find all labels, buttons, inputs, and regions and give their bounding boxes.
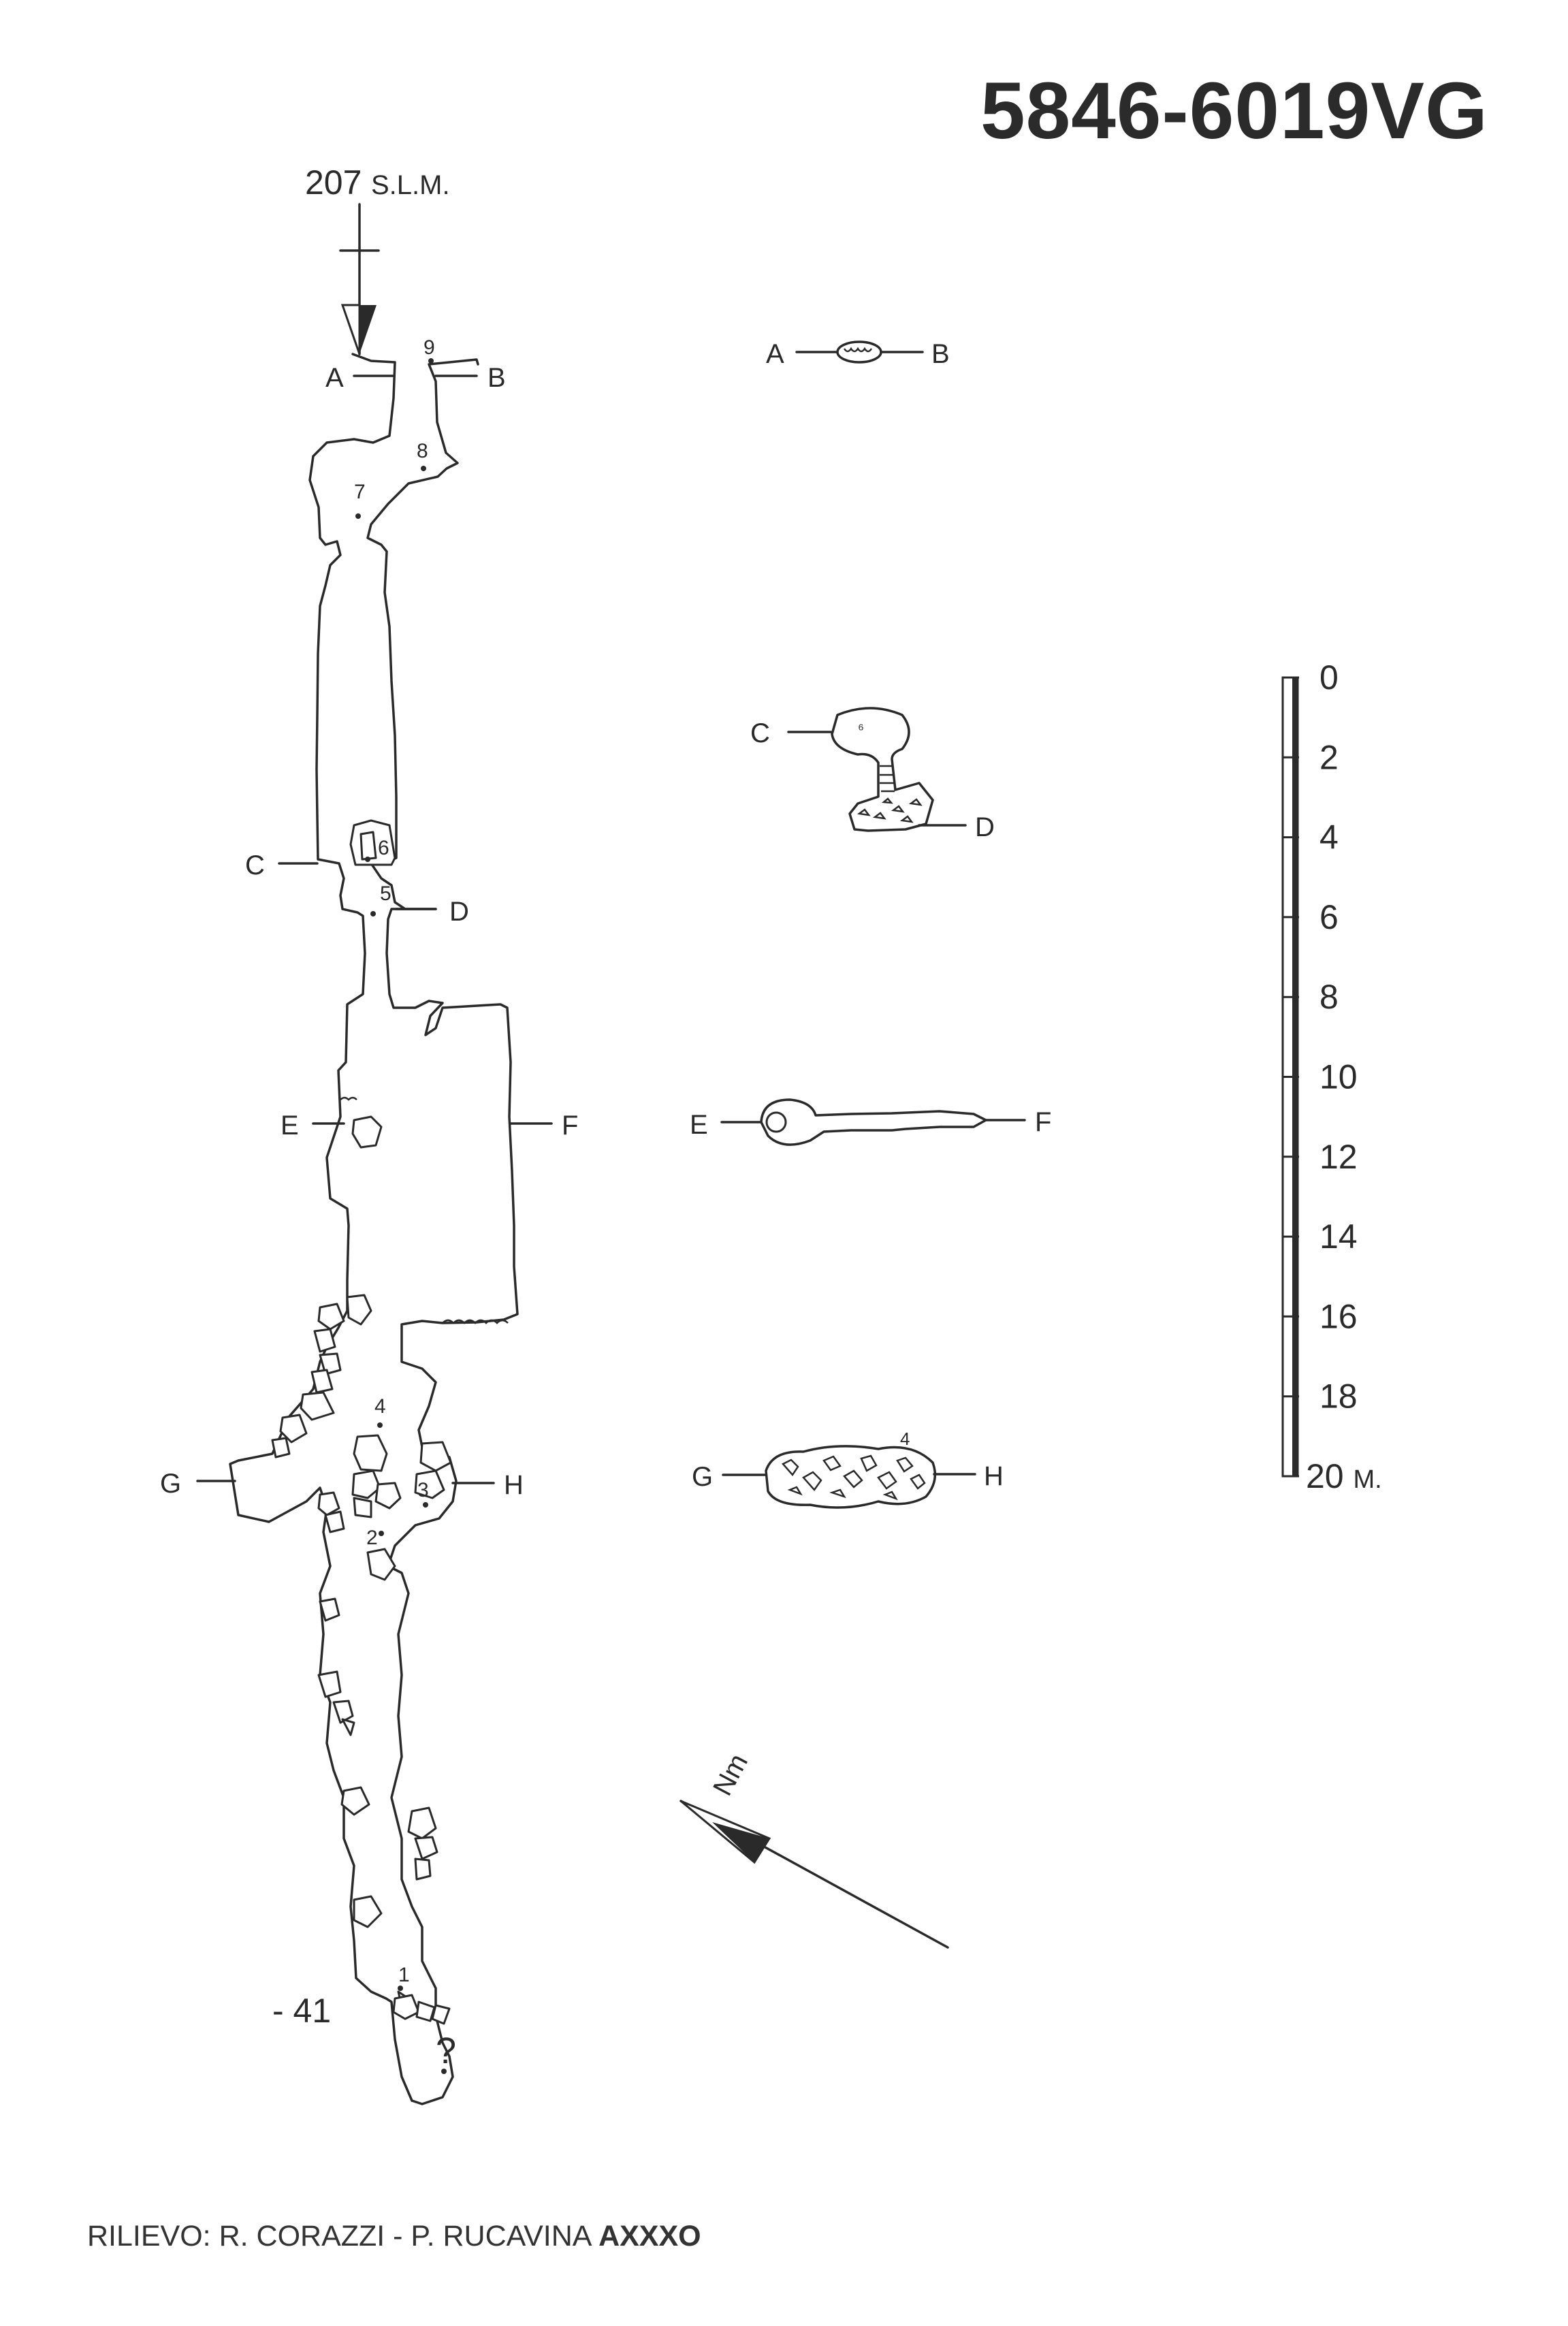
profile-left-wall: [229, 353, 413, 2102]
section-gh: G 4 H: [692, 1429, 1004, 1509]
profile-label-d: D: [449, 897, 469, 927]
section-cd: C ⁶ D: [750, 707, 995, 842]
scale-label: 0: [1319, 658, 1339, 697]
credit-surveyors: RILIEVO: R. CORAZZI - P. RUCAVINA: [87, 2220, 591, 2252]
section-ef: E F: [690, 1098, 1051, 1146]
entrance-marker: 207 S.L.M.: [305, 163, 450, 355]
profile-label-h: H: [504, 1470, 524, 1500]
scale-label: 20 M.: [1306, 1457, 1382, 1495]
bottom-depth: - 41: [272, 1992, 331, 2030]
section-ab: A B: [766, 339, 950, 369]
scale-segment: [1285, 845, 1292, 910]
station-9: 9: [423, 336, 435, 359]
cave-profile: A B C D E F G H: [160, 353, 578, 2105]
profile-right-wall: [366, 358, 519, 2105]
north-arrow: Nm: [679, 1749, 949, 1949]
section-cd-label-d: D: [975, 812, 995, 842]
station-2: 2: [366, 1527, 378, 1549]
survey-stations: 1 2 3 4 5 6 7 8 9: [354, 336, 435, 1991]
scale-label: 12: [1319, 1138, 1358, 1176]
station-7: 7: [354, 481, 366, 503]
north-label: Nm: [707, 1749, 754, 1801]
section-ef-label-e: E: [690, 1110, 708, 1140]
scale-segment: [1285, 925, 1292, 989]
scale-segment: [1285, 1085, 1292, 1149]
scale-segment: [1285, 765, 1292, 829]
profile-label-a: A: [325, 363, 344, 393]
section-gh-station: 4: [900, 1429, 910, 1449]
scale-segment: [1285, 1004, 1292, 1069]
profile-label-e: E: [281, 1111, 299, 1141]
elevation-unit: S.L.M.: [371, 170, 450, 200]
station-8: 8: [417, 440, 428, 462]
scale-segment: [1285, 1404, 1292, 1469]
section-ef-label-f: F: [1035, 1107, 1051, 1137]
station-4: 4: [374, 1395, 386, 1418]
station-1: 1: [398, 1964, 410, 1986]
scale-segment: [1285, 1164, 1292, 1229]
station-3: 3: [417, 1479, 429, 1501]
svg-text:⁶: ⁶: [858, 720, 864, 737]
scale-label: 16: [1319, 1297, 1358, 1335]
station-6: 6: [378, 837, 389, 859]
scale-label: 2: [1319, 738, 1339, 776]
profile-label-g: G: [160, 1469, 181, 1499]
station-5: 5: [380, 882, 391, 905]
credit-code: AXXXO: [598, 2220, 701, 2252]
section-gh-label-g: G: [692, 1462, 713, 1492]
scale-label: 4: [1319, 818, 1339, 857]
cave-code: 5846-6019VG: [980, 66, 1488, 156]
profile-label-b: B: [487, 363, 506, 393]
scale-label: 6: [1319, 898, 1339, 936]
section-cd-label-c: C: [750, 718, 770, 748]
breakdown-rocks: [271, 1115, 452, 2025]
scale-bar: 0 2 4 6 8 10 12 14 16 18 20 M.: [1281, 658, 1382, 1495]
section-ab-label-b: B: [931, 339, 950, 369]
profile-label-c: C: [245, 850, 265, 880]
entrance-elevation: 207: [305, 163, 362, 202]
scale-label: 10: [1319, 1058, 1358, 1096]
scale-label: 14: [1319, 1217, 1358, 1256]
profile-label-f: F: [562, 1111, 578, 1141]
section-ab-label-a: A: [766, 339, 784, 369]
unknown-continuation-mark: ?: [436, 2030, 456, 2071]
scale-label: 8: [1319, 978, 1339, 1016]
scale-segment: [1285, 1324, 1292, 1388]
section-gh-label-h: H: [984, 1461, 1004, 1491]
scale-segment: [1285, 685, 1292, 750]
survey-credit: RILIEVO: R. CORAZZI - P. RUCAVINA AXXXO: [87, 2220, 701, 2253]
scale-label: 18: [1319, 1377, 1358, 1416]
scale-segment: [1285, 1244, 1292, 1309]
